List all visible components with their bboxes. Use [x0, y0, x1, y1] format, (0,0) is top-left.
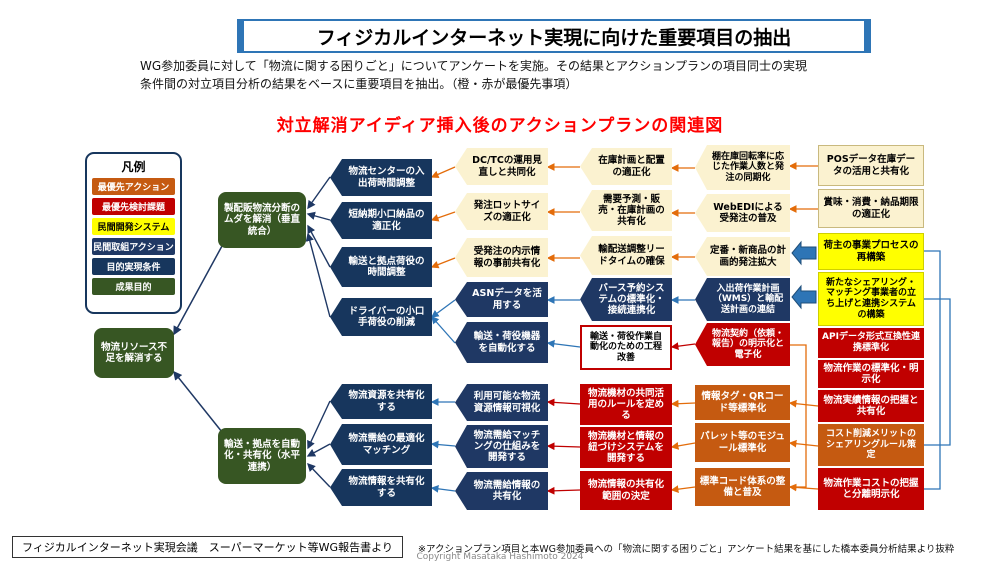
- node-equipment-info-link: 物流機材と情報の紐づけシステムを開発する: [580, 427, 672, 468]
- node-webedi: WebEDIによる受発注の普及: [695, 194, 790, 232]
- description: WG参加委員に対して「物流に関する困りごと」についてアンケートを実施。その結果と…: [140, 57, 888, 93]
- node-expiry-optimization: 賞味・消費・納品期限の適正化: [818, 189, 924, 228]
- node-goal-vertical-integration: 製配販物流分断のムダを解消（垂直統合）: [218, 192, 306, 248]
- legend-item-condition: 目的実現条件: [92, 258, 175, 275]
- diagram-title: 対立解消アイディア挿入後のアクションプランの関連図: [276, 116, 724, 136]
- legend: 凡例 最優先アクション 最優先検討課題 民間開発システム 民間取組アクション 目…: [85, 152, 182, 314]
- node-work-standardization: 物流作業の標準化・明示化: [818, 360, 924, 388]
- description-line-1: WG参加委員に対して「物流に関する困りごと」についてアンケートを実施。その結果と…: [140, 59, 808, 73]
- node-shelf-turnover-sync: 棚在庫回転率に応じた作業人数と発注の同期化: [695, 145, 790, 190]
- legend-title: 凡例: [121, 160, 146, 174]
- node-warehouse-inout-time: 物流センターの入出荷時間調整: [330, 159, 432, 196]
- legend-item-goal: 成果目的: [92, 278, 175, 295]
- node-driver-handling-reduce: ドライバーの小口手荷役の削減: [330, 298, 432, 336]
- node-standard-code-system: 標準コード体系の整備と普及: [695, 468, 790, 506]
- node-shipper-process-rebuild: 荷主の事業プロセスの再構築: [818, 233, 924, 270]
- node-transport-handling-time: 輸送と拠点荷役の時間調整: [330, 247, 432, 287]
- node-share-information: 物流情報を共有化する: [330, 469, 432, 506]
- node-goal-resource-shortage: 物流リソース不足を解消する: [94, 328, 174, 378]
- node-berth-system: バース予約システムの標準化・接続連携化: [580, 278, 672, 321]
- page-title: フィジカルインターネット実現に向けた重要項目の抽出: [237, 19, 871, 53]
- node-order-lot-size: 発注ロットサイズの適正化: [455, 193, 548, 230]
- node-share-resources: 物流資源を共有化する: [330, 384, 432, 419]
- node-pos-data-share: POSデータ在庫データの活用と共有化: [818, 145, 924, 186]
- legend-item-priority-issue: 最優先検討課題: [92, 198, 175, 215]
- footnote: ※アクションプラン項目と本WG参加委員への「物流に関する困りごと」アンケート結果…: [418, 544, 955, 555]
- node-matching-development: 物流需給マッチングの仕組みを開発する: [455, 425, 548, 468]
- node-inventory-plan: 在庫計画と配置の適正化: [580, 148, 672, 185]
- node-api-format-standard: APIデータ形式互換性連携標準化: [818, 328, 924, 358]
- node-work-cost-separation: 物流作業コストの把握と分離明示化: [818, 468, 924, 510]
- description-line-2: 条件間の対立項目分析の結果をベースに重要項目を抽出。（橙・赤が最優先事項）: [140, 77, 578, 91]
- node-pallet-module-standard: パレット等のモジュール標準化: [695, 423, 790, 462]
- node-new-sharing-business: 新たなシェアリング・マッチング事業者の立ち上げと連携システムの構築: [818, 272, 924, 326]
- node-demand-forecast-share: 需要予測・販売・在庫計画の共有化: [580, 190, 672, 231]
- node-short-lead-small-lot: 短納期小口納品の適正化: [330, 202, 432, 239]
- legend-item-private-system: 民間開発システム: [92, 218, 175, 235]
- node-equipment-sharing-rules: 物流機材の共同活用のルールを定める: [580, 384, 672, 425]
- node-supply-demand-matching: 物流需給の最適化マッチング: [330, 424, 432, 465]
- node-performance-info-share: 物流実績情報の把握と共有化: [818, 390, 924, 422]
- node-logistics-contract: 物流契約（依頼・報告）の明示化と電子化: [695, 323, 790, 366]
- node-info-tag-qr-standard: 情報タグ・QRコード等標準化: [695, 385, 790, 420]
- legend-item-private-action: 民間取組アクション: [92, 238, 175, 255]
- node-resource-visibility: 利用可能な物流資源情報可視化: [455, 384, 548, 421]
- node-process-improvement: 輸送・荷役作業自動化のための工程改善: [580, 325, 672, 370]
- node-info-sharing-scope: 物流情報の共有化範囲の決定: [580, 471, 672, 510]
- copyright-text: Copyright Masataka Hashimoto 2024: [416, 552, 584, 562]
- node-cost-merit-sharing-rule: コスト削減メリットのシェアリングルール策定: [818, 424, 924, 466]
- node-auto-equipment: 輸送・荷役機器を自動化する: [455, 322, 548, 363]
- node-goal-horizontal-collaboration: 輸送・拠点を自動化・共有化（水平連携）: [218, 428, 306, 484]
- source-reference-box: フィジカルインターネット実現会議 スーパーマーケット等WG報告書より: [12, 536, 403, 558]
- node-wms-transport-plan: 入出荷作業計画（WMS）と輸配送計画の連結: [695, 278, 790, 321]
- node-dc-tc-review: DC/TCの運用見直しと共同化: [455, 148, 548, 185]
- node-asn-data: ASNデータを活用する: [455, 282, 548, 317]
- node-sd-info-share: 物流需給情報の共有化: [455, 472, 548, 510]
- node-lead-time-secure: 輸配送調整リードタイムの確保: [580, 236, 672, 275]
- node-regular-new-order: 定番・新商品の計画的発注拡大: [695, 237, 790, 276]
- node-preorder-info-share: 受発注の内示情報の事前共有化: [455, 238, 548, 277]
- legend-item-priority-action: 最優先アクション: [92, 178, 175, 195]
